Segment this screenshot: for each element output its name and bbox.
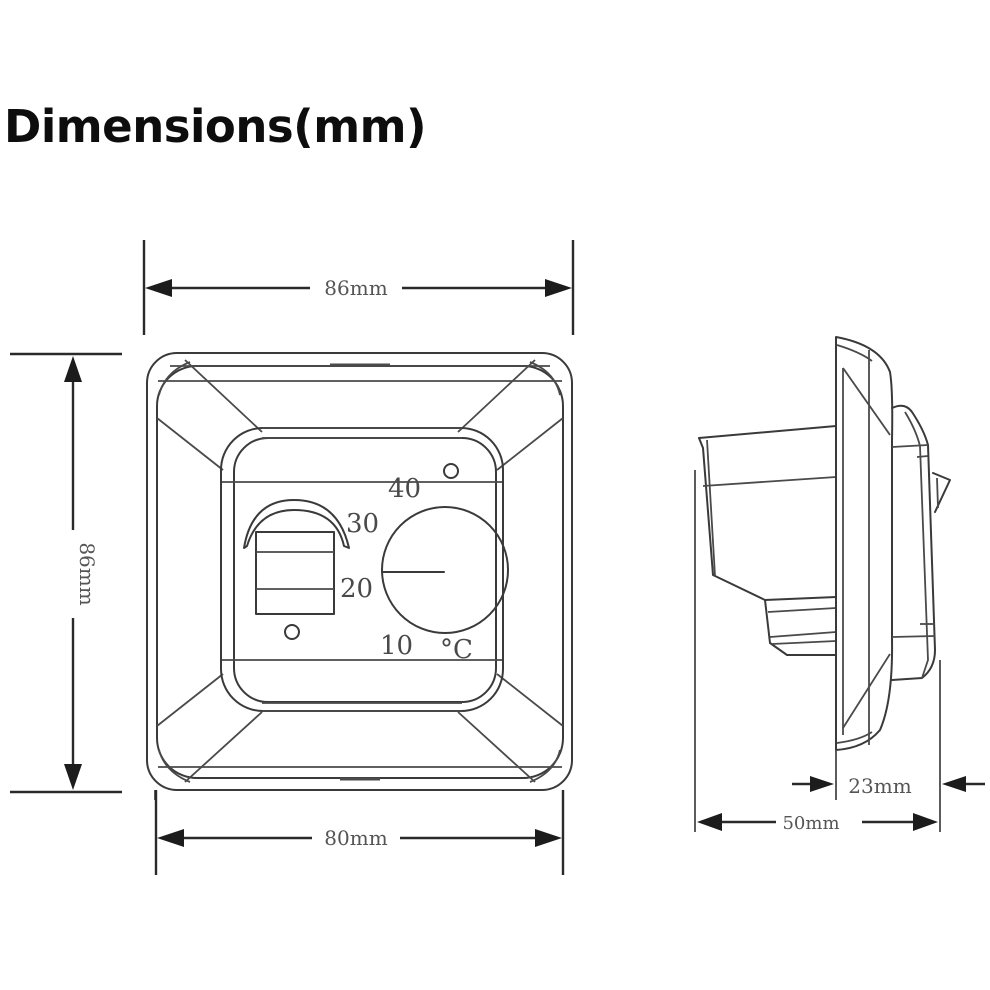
dial-label-10: 10	[380, 631, 413, 661]
dimension-width-bottom: 80mm	[154, 790, 565, 875]
side-view	[694, 336, 951, 832]
depth-total-label: 50mm	[782, 813, 839, 834]
height-label: 86mm	[75, 542, 99, 605]
dial-unit-celsius: °C	[440, 635, 473, 665]
dial-label-40: 40	[388, 474, 421, 504]
depth-front-label: 23mm	[848, 774, 911, 798]
dimension-width-top: 86mm	[142, 240, 575, 335]
temperature-dial: 40 30 20 10 °C	[340, 463, 509, 665]
page-title: Dimensions(mm)	[4, 100, 427, 153]
width-bottom-label: 80mm	[324, 826, 387, 850]
width-top-label: 86mm	[324, 276, 387, 300]
front-view	[146, 352, 573, 800]
power-switch	[243, 499, 350, 640]
indicator-led-icon	[284, 624, 300, 640]
dial-label-20: 20	[340, 574, 373, 604]
indicator-led-icon	[443, 463, 459, 479]
dimension-depth-total: 50mm	[697, 813, 938, 834]
dial-label-30: 30	[346, 509, 379, 539]
dimension-height: 86mm	[10, 352, 122, 794]
dimension-depth-front: 23mm	[792, 774, 985, 798]
